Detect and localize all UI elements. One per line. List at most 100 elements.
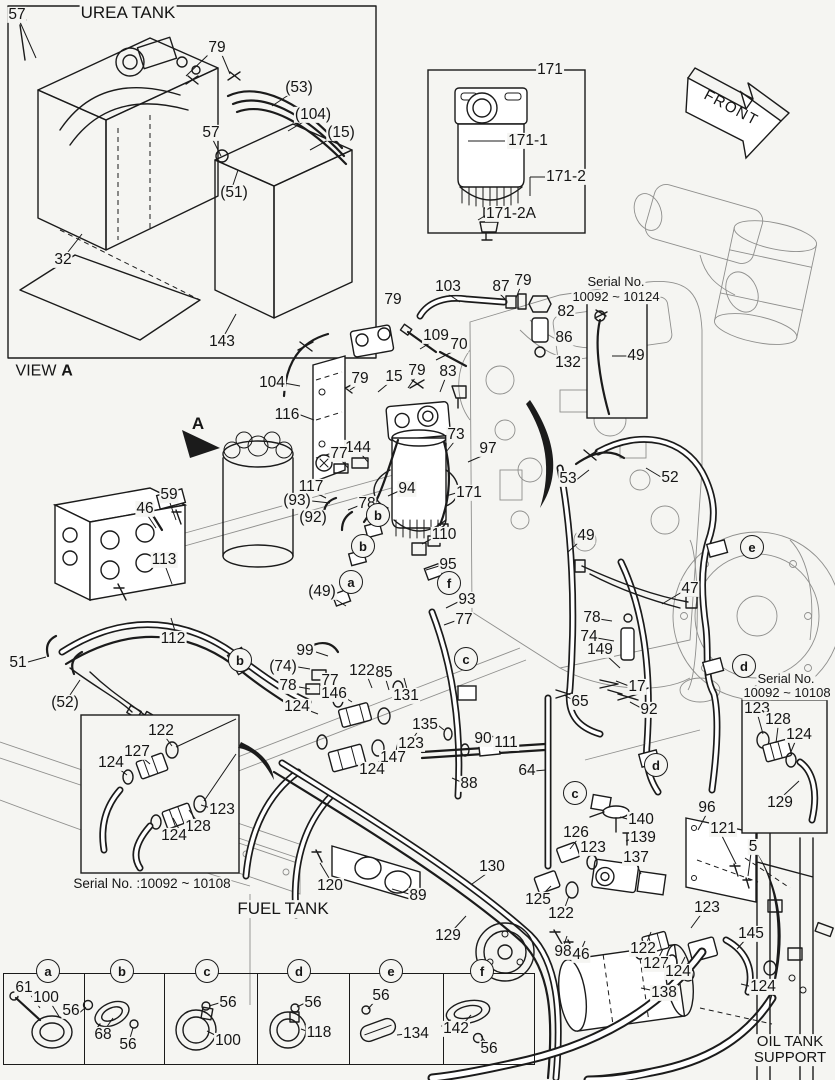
part-label: 15 <box>384 367 404 386</box>
part-label: (52) <box>50 693 80 712</box>
clamp-ref-circle-b: b <box>351 534 375 558</box>
part-label: 65 <box>570 692 590 711</box>
pump-artwork <box>45 487 312 726</box>
part-label: 129 <box>766 793 794 812</box>
clamp-ref-circle-b: b <box>366 503 390 527</box>
clamp-ref-circle-f: f <box>437 571 461 595</box>
part-label: 103 <box>434 277 462 296</box>
part-label: 125 <box>524 890 552 909</box>
part-label: 129 <box>434 926 462 945</box>
legend-cell-e <box>350 973 444 1065</box>
part-label: (15) <box>326 123 356 142</box>
part-label: 143 <box>208 332 236 351</box>
part-label: 120 <box>316 876 344 895</box>
part-label: 82 <box>556 302 576 321</box>
part-label: FUEL TANK <box>236 899 330 919</box>
part-label: 79 <box>513 271 533 290</box>
part-label: 121 <box>709 819 737 838</box>
part-label: 86 <box>554 328 574 347</box>
part-label: (92) <box>298 508 328 527</box>
part-label: 51 <box>8 653 28 672</box>
part-label: 139 <box>629 828 657 847</box>
part-label: 110 <box>430 525 458 544</box>
part-label: 127 <box>642 954 670 973</box>
part-label: (51) <box>219 183 249 202</box>
part-label: 171 <box>455 483 483 502</box>
long-hose-artwork <box>272 759 562 1080</box>
part-label: 78 <box>582 608 602 627</box>
leader-lines <box>19 21 800 1044</box>
part-label: 100 <box>32 988 60 1007</box>
front-arrow: FRONT <box>685 67 790 160</box>
part-label: 171 <box>536 60 564 79</box>
part-label: 140 <box>627 810 655 829</box>
part-label: 56 <box>303 993 323 1012</box>
fittings-artwork <box>242 642 404 919</box>
part-label: 137 <box>622 848 650 867</box>
part-label: 124 <box>97 753 125 772</box>
part-label: 79 <box>407 361 427 380</box>
clamp-ref-circle-c: c <box>454 647 478 671</box>
part-label: 135 <box>411 715 439 734</box>
part-label: 111 <box>493 733 519 752</box>
part-label: 138 <box>650 983 678 1002</box>
part-label: 77 <box>454 610 474 629</box>
part-label: 149 <box>586 640 614 659</box>
part-label: 49 <box>626 346 646 365</box>
part-label: 124 <box>664 962 692 981</box>
view-a-pointer <box>182 430 220 458</box>
part-label: 117 <box>297 477 325 496</box>
part-label: 99 <box>295 641 315 660</box>
view-a-box <box>8 6 376 358</box>
part-label: 79 <box>350 369 370 388</box>
part-label: 47 <box>680 579 700 598</box>
part-label: Serial No. <box>586 274 646 290</box>
part-label: 79 <box>383 290 403 309</box>
part-label: 32 <box>53 250 73 269</box>
part-label: 124 <box>160 826 188 845</box>
part-label: 118 <box>305 1023 333 1042</box>
part-label: 90 <box>473 729 493 748</box>
part-label: A <box>60 362 74 381</box>
clamp-ref-circle-d: d <box>644 753 668 777</box>
clamp-ref-circle-c: c <box>195 959 219 983</box>
part-label: 122 <box>547 904 575 923</box>
part-label: 126 <box>562 823 590 842</box>
part-label: 128 <box>764 710 792 729</box>
part-label: 94 <box>397 479 417 498</box>
part-label: 61 <box>14 978 34 997</box>
part-label: 124 <box>785 725 813 744</box>
part-label: 124 <box>283 697 311 716</box>
clamp-ref-circle-a: a <box>36 959 60 983</box>
part-label: 57 <box>201 123 221 142</box>
part-label: 96 <box>697 798 717 817</box>
part-label: 74 <box>579 627 599 646</box>
part-label: OIL TANK <box>755 1033 825 1051</box>
part-label: SUPPORT <box>752 1049 828 1067</box>
part-label: 123 <box>397 734 425 753</box>
part-label: 56 <box>371 986 391 1005</box>
part-label: 123 <box>743 699 771 718</box>
part-label: 10092 ~ 10124 <box>571 289 661 305</box>
part-label: 17 <box>627 677 647 696</box>
part-label: 52 <box>660 468 680 487</box>
part-label: 70 <box>449 335 469 354</box>
part-label: 123 <box>579 838 607 857</box>
part-label: 53 <box>558 469 578 488</box>
part-label: 57 <box>7 5 27 24</box>
part-label: (93) <box>282 491 312 510</box>
part-label: 68 <box>93 1025 113 1044</box>
part-label: 124 <box>749 977 777 996</box>
part-label: 46 <box>135 499 155 518</box>
part-label: 104 <box>258 373 286 392</box>
part-label: 85 <box>374 663 394 682</box>
part-label: 171-2A <box>485 204 537 223</box>
part-label: 89 <box>408 886 428 905</box>
part-label: 134 <box>402 1024 430 1043</box>
part-label: 112 <box>159 629 187 648</box>
clamp-ref-circle-d: d <box>287 959 311 983</box>
part-label: (74) <box>268 657 298 676</box>
part-label: 123 <box>208 800 236 819</box>
clamp-ref-circle-e: e <box>740 535 764 559</box>
